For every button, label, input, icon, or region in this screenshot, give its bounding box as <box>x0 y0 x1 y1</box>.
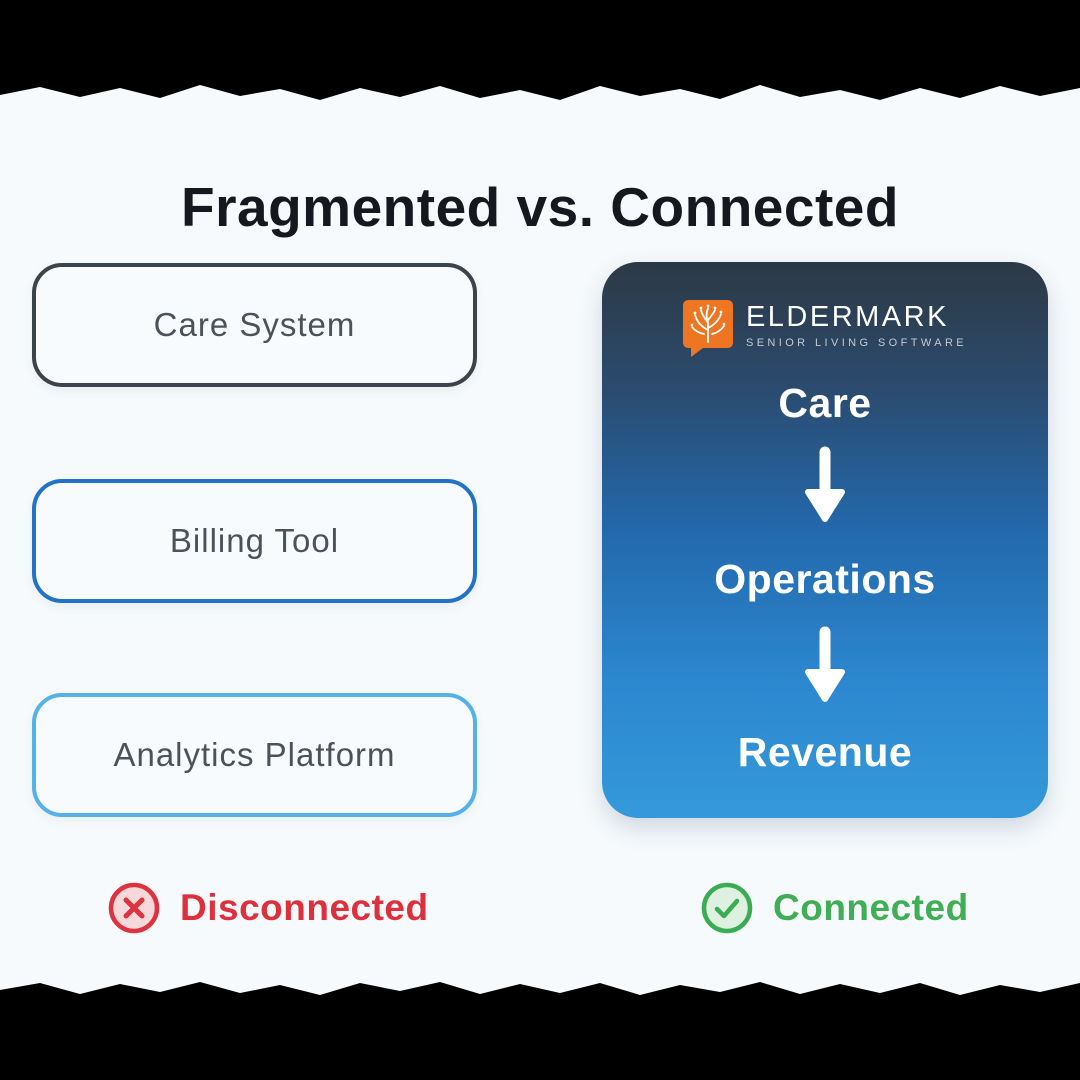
connected-card: ELDERMARK SENIOR LIVING SOFTWARE Care Op… <box>602 262 1048 818</box>
eldermark-tree-logo-icon <box>682 300 733 357</box>
disconnected-label: Disconnected <box>180 887 429 928</box>
page-title: Fragmented vs. Connected <box>181 175 899 238</box>
disconnected-status: Disconnected <box>108 882 429 934</box>
eldermark-wordmark: ELDERMARK SENIOR LIVING SOFTWARE <box>746 300 967 349</box>
flow-step-care: Care <box>778 380 872 426</box>
x-circle-icon <box>108 882 160 934</box>
fragmented-box-label: Billing Tool <box>169 522 340 559</box>
brand-tagline: SENIOR LIVING SOFTWARE <box>745 337 968 349</box>
check-circle-icon <box>701 882 753 934</box>
fragmented-box-billing-tool: Billing Tool <box>32 479 477 603</box>
down-arrow-icon <box>805 626 845 702</box>
fragmented-box-label: Analytics Platform <box>113 736 396 773</box>
connected-status: Connected <box>701 882 969 934</box>
down-arrow-icon <box>805 446 845 522</box>
connected-label: Connected <box>773 887 969 928</box>
brand-name: ELDERMARK <box>745 301 949 333</box>
top-letterbox-bar <box>0 0 1080 100</box>
flow-step-revenue: Revenue <box>737 729 913 775</box>
eldermark-logo: ELDERMARK SENIOR LIVING SOFTWARE <box>602 300 1048 357</box>
fragmented-box-care-system: Care System <box>32 263 477 387</box>
fragmented-box-analytics-platform: Analytics Platform <box>32 693 477 817</box>
bottom-letterbox-bar <box>0 982 1080 1080</box>
flow-step-operations: Operations <box>714 556 936 602</box>
fragmented-box-label: Care System <box>153 306 356 343</box>
